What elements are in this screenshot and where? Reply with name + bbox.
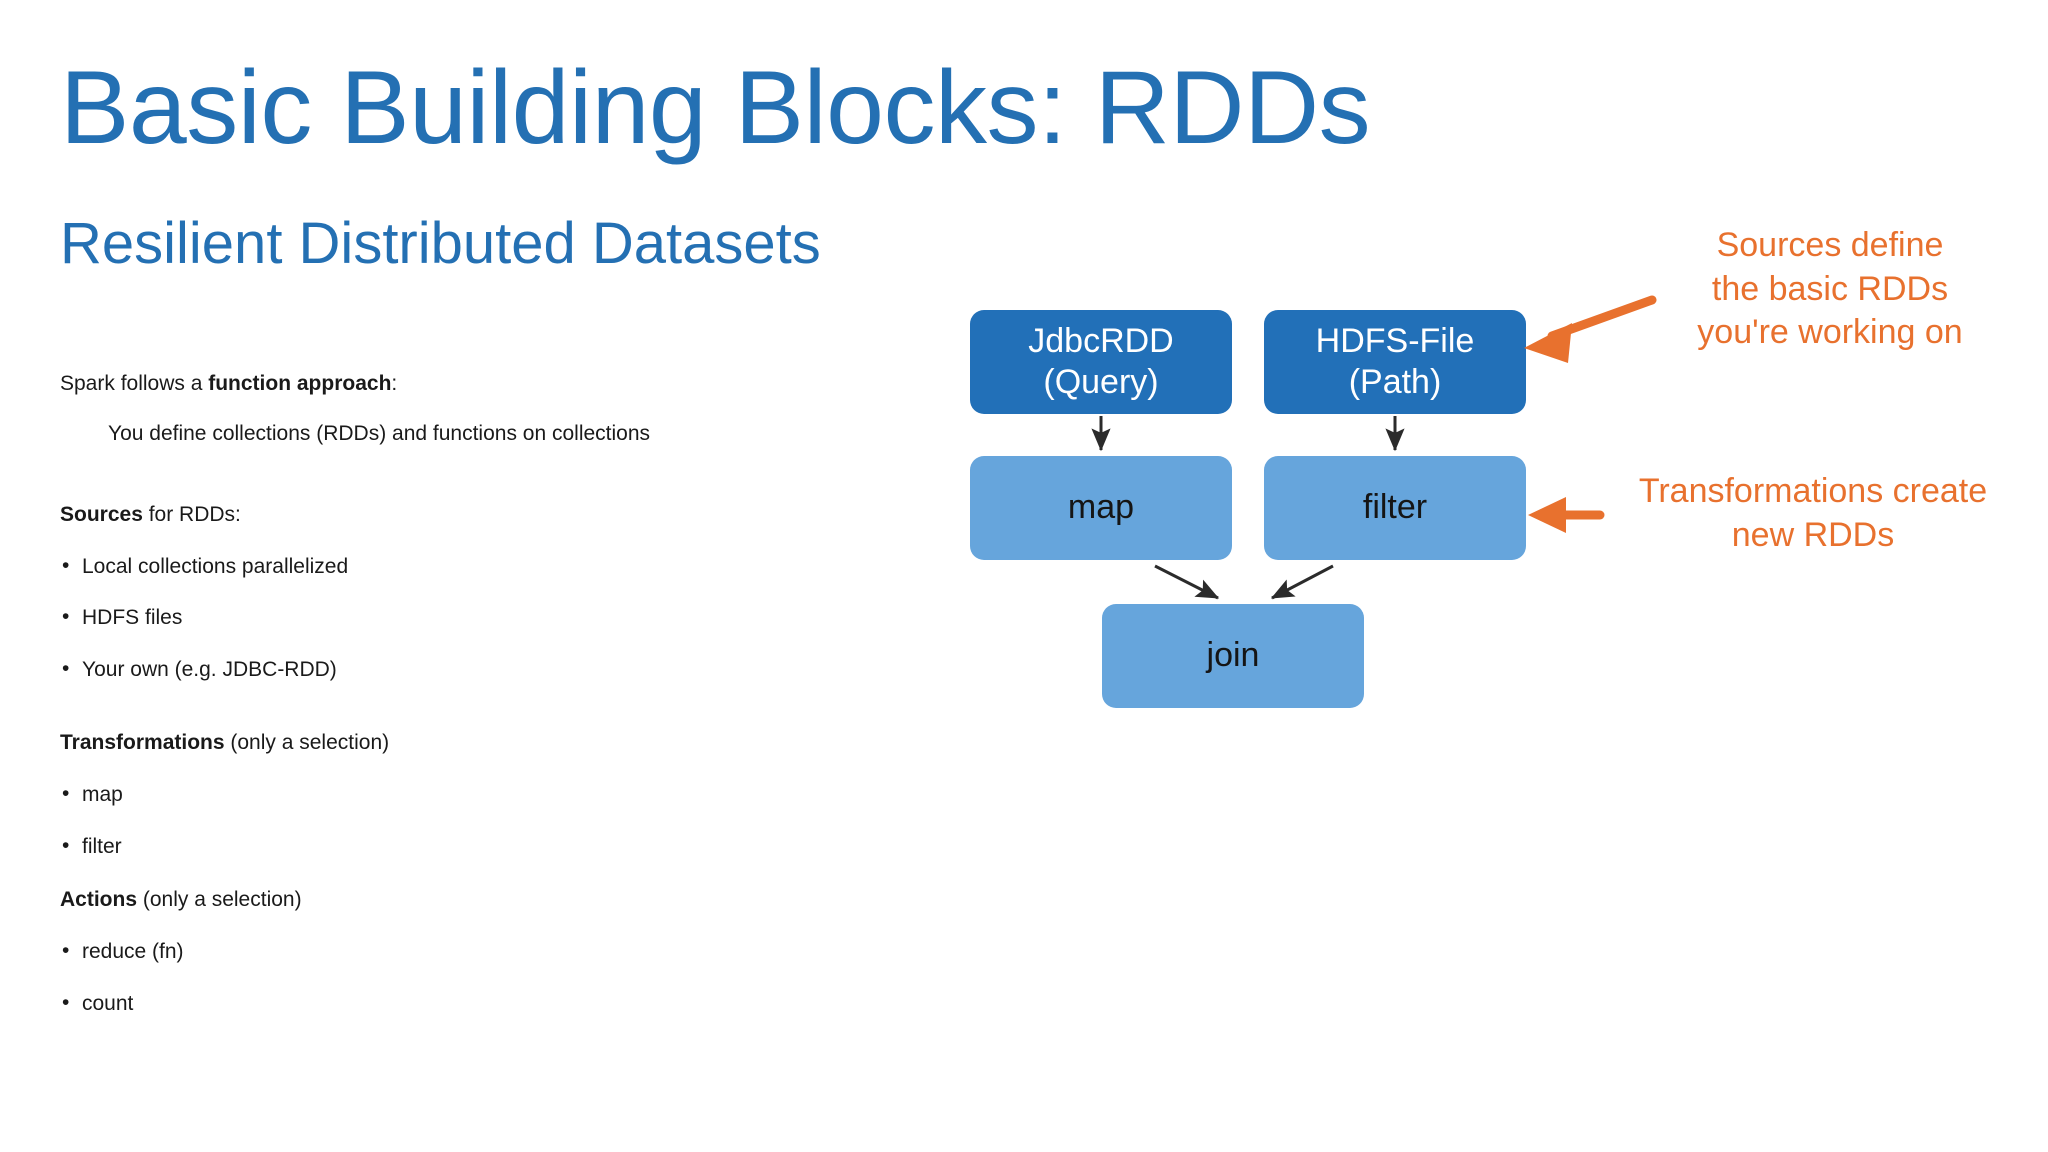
- spacer: [60, 449, 920, 501]
- actions-heading-rest: (only a selection): [137, 887, 302, 911]
- page-title: Basic Building Blocks: RDDs: [60, 50, 1371, 166]
- actions-heading-bold: Actions: [60, 887, 138, 911]
- page-subtitle: Resilient Distributed Datasets: [60, 211, 821, 276]
- annotation-sources: Sources define the basic RDDs you're wor…: [1697, 226, 1963, 352]
- spacer: [60, 860, 920, 886]
- sources-heading-bold: Sources: [60, 502, 143, 526]
- diagram-node-map[interactable]: map: [970, 456, 1232, 560]
- list-item: Your own (e.g. JDBC-RDD): [60, 655, 920, 683]
- intro-paragraph: Spark follows a function approach:: [60, 370, 920, 398]
- diagram-node-jdbcrdd[interactable]: JdbcRDD (Query): [970, 310, 1232, 414]
- annotation-transformations: Transformations create new RDDs: [1638, 472, 1988, 554]
- intro-prefix: Spark follows a: [60, 372, 209, 395]
- list-item: HDFS files: [60, 603, 920, 631]
- diagram-node-join[interactable]: join: [1102, 604, 1364, 708]
- actions-heading: Actions (only a selection): [60, 886, 920, 914]
- sources-heading-rest: for RDDs:: [142, 502, 241, 526]
- body-text-column: Spark follows a function approach: You d…: [60, 370, 920, 1017]
- spacer: [60, 683, 920, 729]
- list-item: map: [60, 780, 920, 808]
- list-item: count: [60, 988, 920, 1017]
- intro-detail: You define collections (RDDs) and functi…: [108, 422, 651, 446]
- transformations-heading: Transformations (only a selection): [60, 729, 920, 757]
- intro-bold: function approach: [208, 372, 392, 395]
- edge-filter-to-join: [1270, 564, 1334, 600]
- node-label: map: [1067, 488, 1135, 527]
- transformations-heading-rest: (only a selection): [224, 730, 390, 754]
- sources-heading: Sources for RDDs:: [60, 501, 920, 529]
- diagram-node-filter[interactable]: filter: [1264, 456, 1526, 560]
- intro-suffix: :: [391, 372, 398, 395]
- edge-map-to-join: [1154, 564, 1220, 600]
- transformations-heading-bold: Transformations: [60, 730, 225, 754]
- list-item: reduce (fn): [60, 937, 920, 965]
- transformations-annotation-arrow-icon: [1528, 497, 1605, 533]
- node-label: JdbcRDD (Query): [1028, 321, 1174, 401]
- list-item: filter: [60, 832, 920, 860]
- node-label: join: [1206, 636, 1260, 675]
- node-label: filter: [1362, 488, 1428, 527]
- node-label: HDFS-File (Path): [1315, 321, 1475, 401]
- sources-list: Local collections parallelized HDFS file…: [60, 552, 920, 683]
- diagram-node-hdfs-file[interactable]: HDFS-File (Path): [1264, 310, 1526, 414]
- actions-list: reduce (fn) count: [60, 937, 920, 1017]
- transformations-list: map filter: [60, 780, 920, 860]
- list-item: Local collections parallelized: [60, 552, 920, 580]
